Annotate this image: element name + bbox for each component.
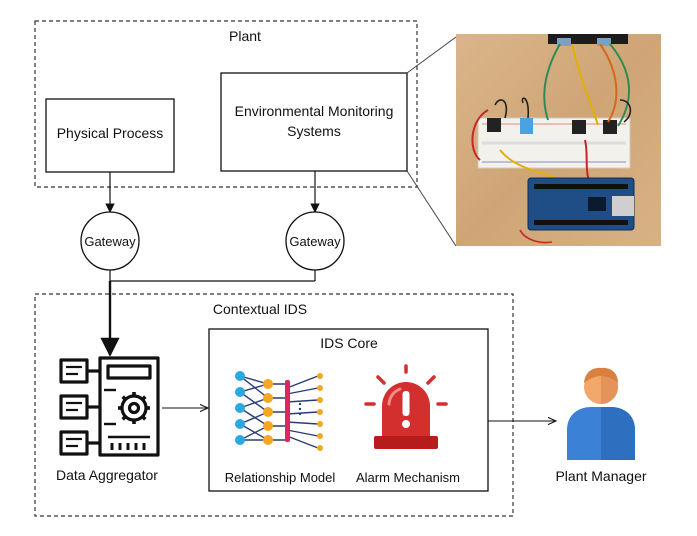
data-aggregator-icon xyxy=(59,356,160,457)
breadboard-photo xyxy=(456,34,661,246)
physical-process-label: Physical Process xyxy=(57,125,164,141)
ids-core-box xyxy=(208,328,489,492)
gateway-left-label: Gateway xyxy=(84,234,136,249)
contextual-ids-boundary xyxy=(34,293,514,517)
ids-core-title: IDS Core xyxy=(320,335,378,351)
alarm-siren-icon xyxy=(364,364,448,449)
photo-callout-bottom xyxy=(406,170,457,247)
plant-manager-label: Plant Manager xyxy=(555,468,646,484)
gateway-right-label: Gateway xyxy=(289,234,341,249)
relationship-model-label: Relationship Model xyxy=(225,470,336,485)
person-icon xyxy=(567,367,635,460)
contextual-ids-title: Contextual IDS xyxy=(213,301,307,317)
photo-callout-top xyxy=(406,36,457,74)
env-monitoring-box xyxy=(220,72,408,172)
env-monitoring-label-line1: Environmental Monitoring xyxy=(235,103,394,119)
env-monitoring-label-line2: Systems xyxy=(287,123,341,139)
alarm-mechanism-label: Alarm Mechanism xyxy=(356,470,460,485)
plant-boundary xyxy=(34,20,418,188)
plant-title: Plant xyxy=(229,28,261,44)
neural-network-icon xyxy=(235,371,323,451)
data-aggregator-label: Data Aggregator xyxy=(56,467,158,483)
